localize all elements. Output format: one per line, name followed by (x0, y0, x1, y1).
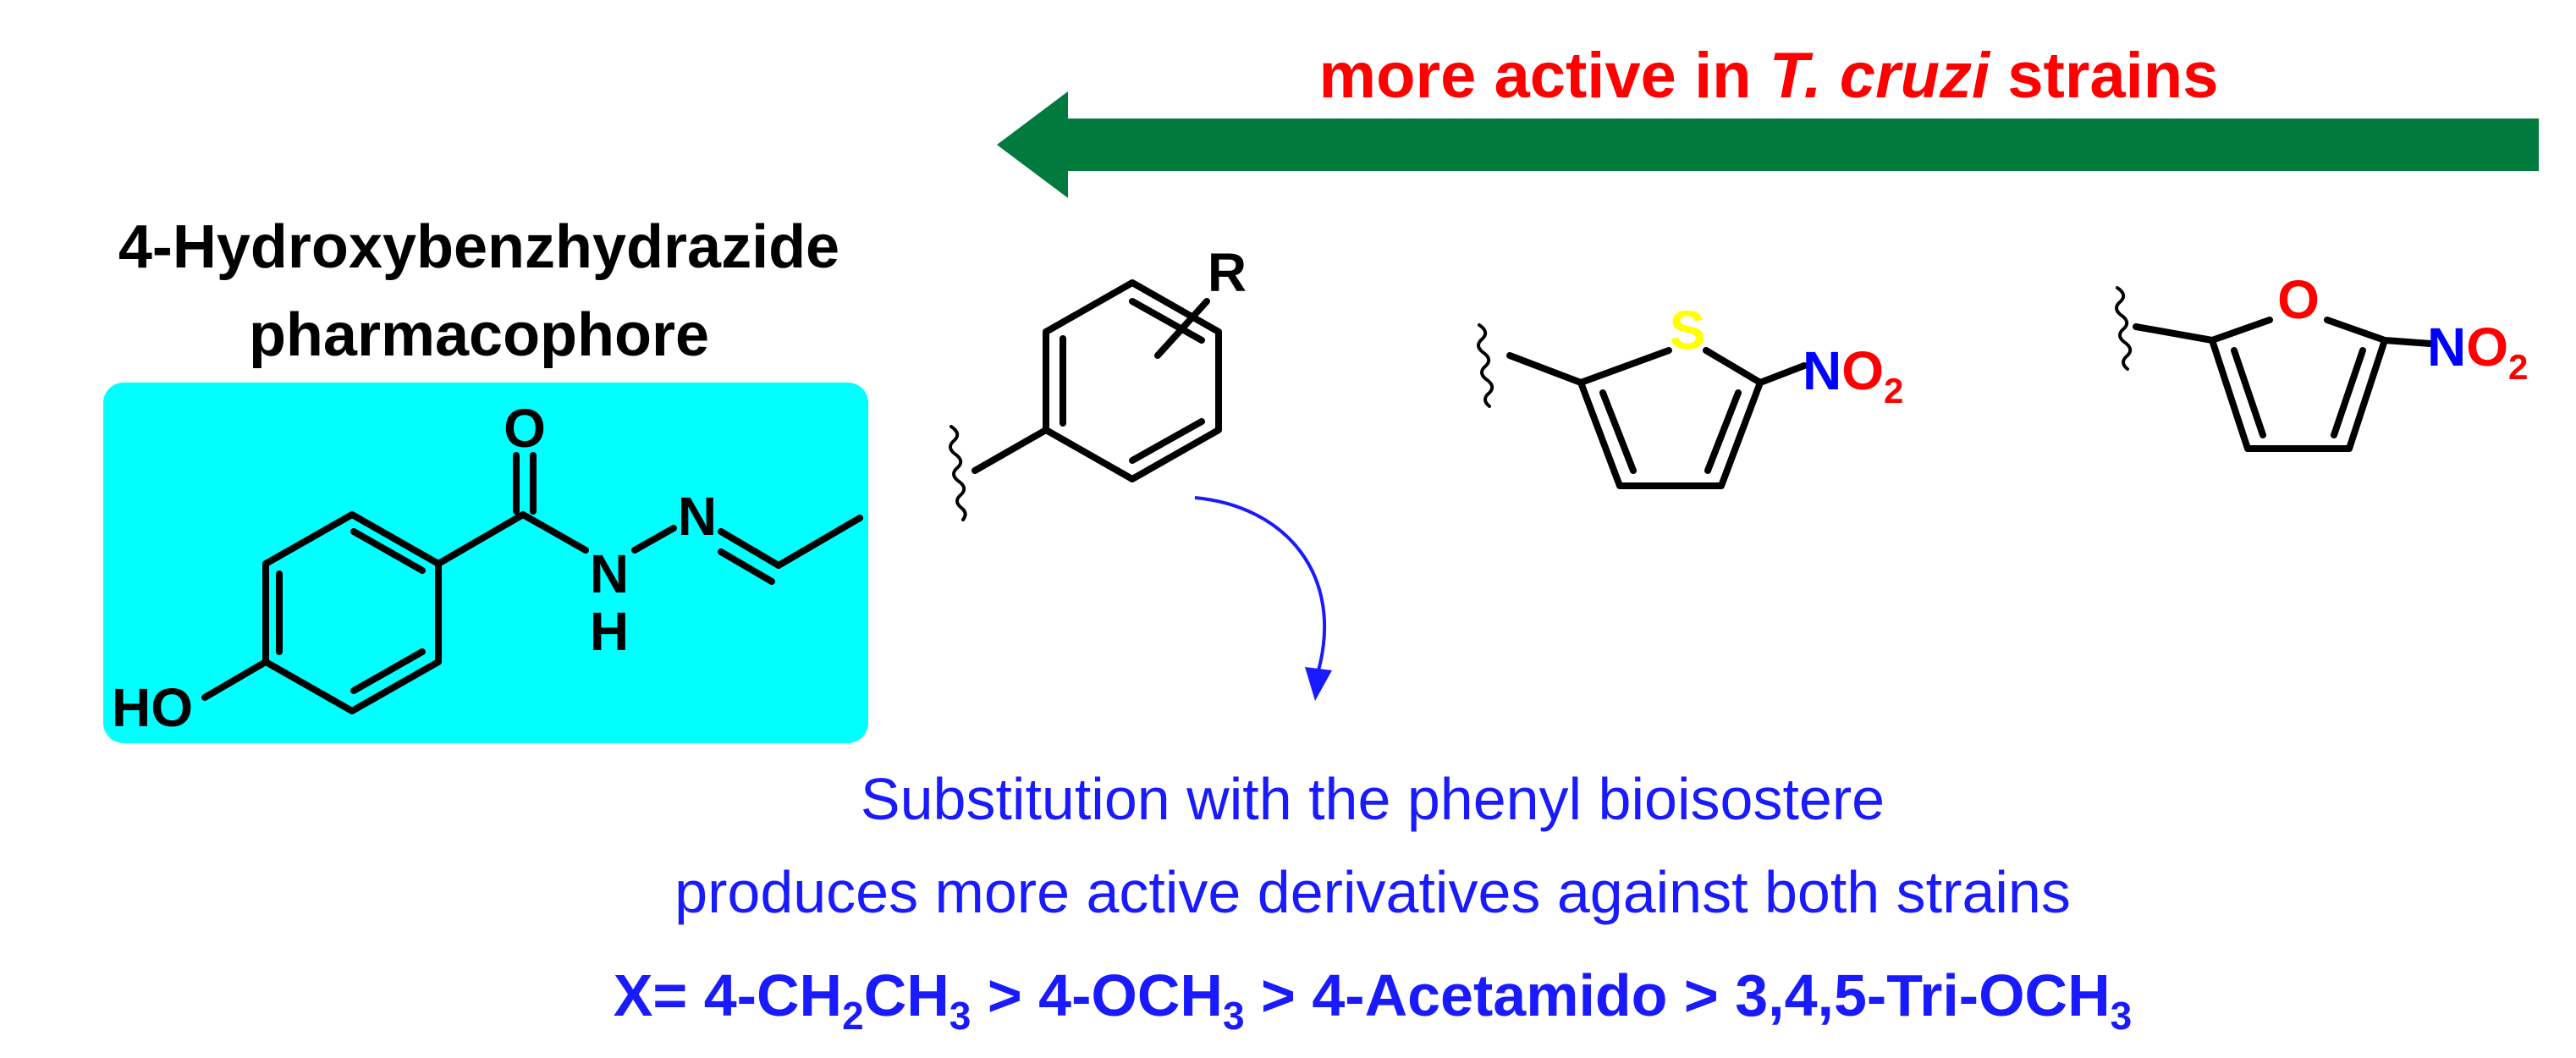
arrow-label-prefix: more active in (1319, 40, 1770, 112)
hydroxyl-label: HO (112, 677, 193, 738)
imine-nitrogen-label: N (678, 486, 717, 547)
pharmacophore-title-line2: pharmacophore (249, 301, 709, 369)
thiophene-attachment-bond (1506, 352, 1584, 386)
thiophene-nitro-o: O (1841, 340, 1884, 401)
order-sub-4: 3 (2111, 994, 2133, 1038)
carbonyl-oxygen-label: O (504, 398, 546, 459)
phenyl-ring (1043, 279, 1222, 482)
furan-oxygen-label: O (2277, 269, 2320, 330)
phenyl-inner-bonds (1060, 298, 1205, 464)
substituent-bond (1154, 298, 1210, 359)
order-part-3: > 4-OCH (971, 962, 1223, 1028)
arrow-label-suffix: strains (1990, 40, 2218, 112)
arrow-shaft (1056, 118, 2539, 171)
furan-nitro-label: NO2 (2427, 317, 2528, 387)
order-sub-1: 2 (842, 994, 864, 1038)
thiophene-nitro-bond (1757, 362, 1808, 386)
order-part-1: X= 4-CH (614, 962, 842, 1028)
curved-arrow-head (1305, 667, 1332, 701)
thiophene-inner-bonds (1599, 389, 1742, 474)
arrow-label: more active in T. cruzi strains (1319, 40, 2219, 112)
furan-ring (2209, 317, 2388, 452)
caption-line2: produces more active derivatives against… (674, 859, 2071, 925)
arrow-label-species: T. cruzi (1770, 40, 1991, 112)
furan-nitro-n: N (2427, 317, 2466, 377)
order-sub-2: 3 (949, 994, 972, 1038)
furan-nitro-bond (2381, 337, 2434, 347)
hydroxyl-bond (201, 658, 269, 701)
imine-double-bond-a (718, 528, 782, 569)
arrow-head (997, 91, 1068, 198)
activity-arrow (997, 91, 2539, 198)
phenyl-attachment-bond (972, 427, 1049, 474)
amide-hydrogen-label: H (590, 601, 629, 662)
carbonyl-carbon-bond (435, 511, 526, 567)
activity-order-text: X= 4-CH2CH3 > 4-OCH3 > 4-Acetamido > 3,4… (614, 962, 2133, 1038)
furan-inner-bonds (2231, 347, 2366, 438)
thiophene-sulfur-label: S (1670, 300, 1706, 361)
pharmacophore-title-line1: 4-Hydroxybenzhydrazide (118, 213, 839, 281)
nitrofuran-fragment: O NO2 (2115, 269, 2528, 452)
order-sub-3: 3 (1223, 994, 1245, 1038)
order-part-4: > 4-Acetamido > 3,4,5-Tri-OCH (1245, 962, 2111, 1028)
thiophene-ring-left (1577, 347, 1764, 489)
furan-attachment-wavy-line (2115, 286, 2133, 371)
furan-nitro-o: O (2466, 317, 2508, 377)
pharmacophore-structure: O N H N HO (112, 398, 863, 738)
thiophene-nitro-n: N (1803, 340, 1841, 401)
amide-bond (520, 511, 589, 554)
order-part-2: CH (864, 962, 949, 1028)
imine-double-bond-b (718, 548, 775, 585)
substituent-label: R (1208, 242, 1247, 303)
thiophene-attachment-wavy-line (1477, 323, 1494, 408)
nitrothiophene-fragment: S NO2 (1477, 300, 1903, 489)
amide-nitrogen-label: N (590, 543, 629, 604)
hydrazine-bond (631, 525, 677, 554)
methyl-bond (775, 515, 863, 569)
curved-arrow (1194, 496, 1327, 671)
benzene-inner-bonds (276, 528, 426, 694)
thiophene-nitro-label: NO2 (1803, 340, 1903, 411)
pharmacophore-panel (103, 383, 868, 743)
thiophene-nitro-subscript: 2 (1884, 371, 1903, 411)
phenyl-fragment: R (949, 242, 1247, 521)
caption-line1: Substitution with the phenyl bioisostere (861, 766, 1885, 832)
furan-attachment-bond (2133, 323, 2215, 344)
furan-nitro-subscript: 2 (2508, 347, 2528, 387)
phenyl-attachment-wavy-line (949, 425, 967, 521)
